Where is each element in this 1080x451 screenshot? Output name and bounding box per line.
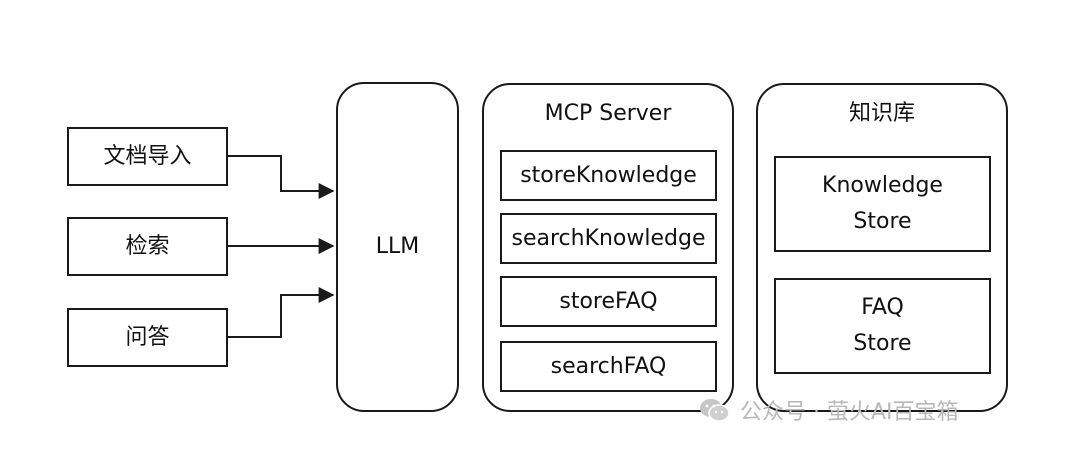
tool-label: storeFAQ: [559, 288, 658, 314]
knowledge-base-title: 知识库: [848, 101, 915, 126]
watermark-text: 公众号 · 萤火AI百宝箱: [740, 400, 959, 425]
wechat-icon: [700, 399, 730, 422]
input-box-search: 检索: [67, 217, 228, 276]
knowledge-store-box: Knowledge Store: [774, 156, 991, 252]
input-box-qa: 问答: [67, 308, 228, 367]
tool-search-knowledge: searchKnowledge: [500, 213, 717, 264]
tool-label: searchFAQ: [550, 353, 667, 379]
llm-box: LLM: [336, 82, 459, 412]
input-label: 问答: [125, 324, 170, 350]
tool-store-faq: storeFAQ: [500, 276, 717, 327]
store-label-line2: Store: [853, 331, 912, 356]
faq-store-box: FAQ Store: [774, 278, 991, 374]
connector-doc-import-to-llm: [228, 155, 335, 199]
store-label-line1: FAQ: [861, 295, 904, 320]
input-label: 检索: [125, 233, 170, 259]
llm-label: LLM: [375, 234, 420, 259]
tool-label: storeKnowledge: [520, 162, 697, 188]
watermark: 公众号 · 萤火AI百宝箱: [698, 390, 959, 430]
input-label: 文档导入: [103, 143, 192, 169]
store-label-line1: Knowledge: [822, 173, 943, 198]
tool-store-knowledge: storeKnowledge: [500, 150, 717, 201]
connector-qa-to-llm: [228, 287, 335, 338]
tool-search-faq: searchFAQ: [500, 341, 717, 392]
mcp-server-title: MCP Server: [544, 101, 672, 126]
input-box-document-import: 文档导入: [67, 127, 228, 186]
store-label-line2: Store: [853, 209, 912, 234]
tool-label: searchKnowledge: [511, 225, 706, 251]
